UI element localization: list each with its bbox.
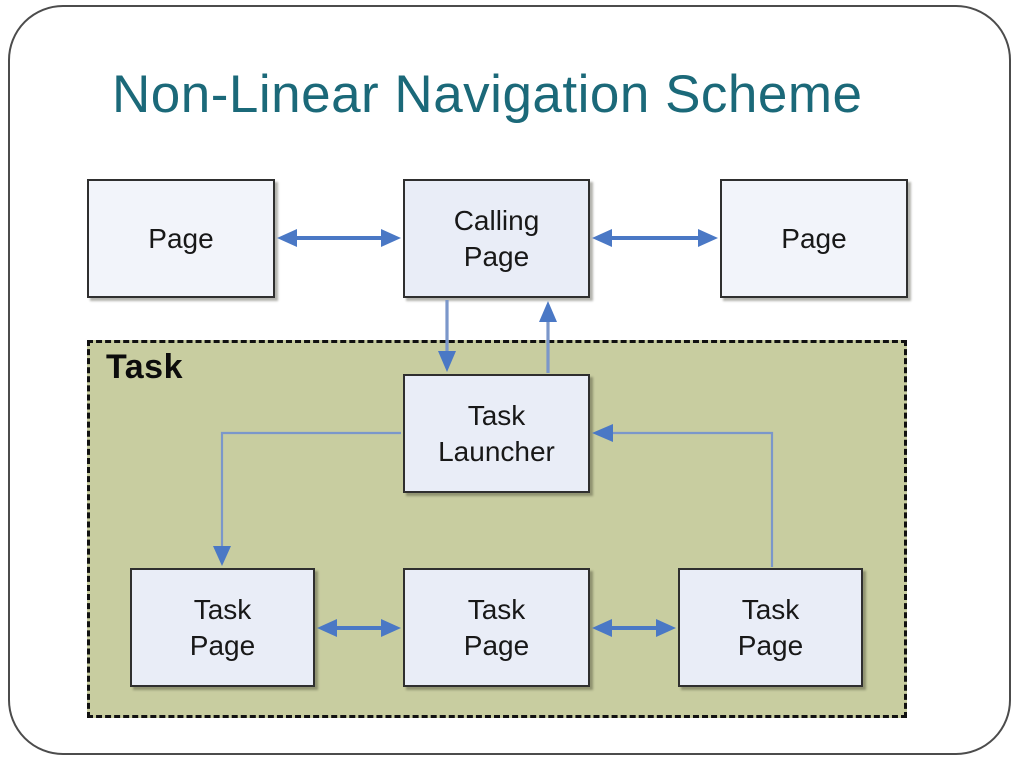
node-page-left: Page: [87, 179, 275, 298]
node-task-page-1-label: Task Page: [189, 593, 256, 661]
task-group-label: Task: [106, 348, 183, 386]
node-page-left-label: Page: [148, 222, 214, 254]
node-page-right-label: Page: [781, 222, 847, 254]
slide-frame-border: [8, 5, 1011, 755]
page-title: Non-Linear Navigation Scheme: [112, 65, 863, 124]
node-task-launcher: Task Launcher: [403, 374, 590, 493]
node-task-page-2-label: Task Page: [463, 593, 530, 661]
node-calling-page-label: Calling Page: [453, 204, 540, 272]
node-calling-page: Calling Page: [403, 179, 590, 298]
node-task-page-3-label: Task Page: [737, 593, 804, 661]
node-task-page-1: Task Page: [130, 568, 315, 687]
node-task-launcher-label: Task Launcher: [438, 399, 555, 467]
node-task-page-3: Task Page: [678, 568, 863, 687]
node-task-page-2: Task Page: [403, 568, 590, 687]
node-page-right: Page: [720, 179, 908, 298]
